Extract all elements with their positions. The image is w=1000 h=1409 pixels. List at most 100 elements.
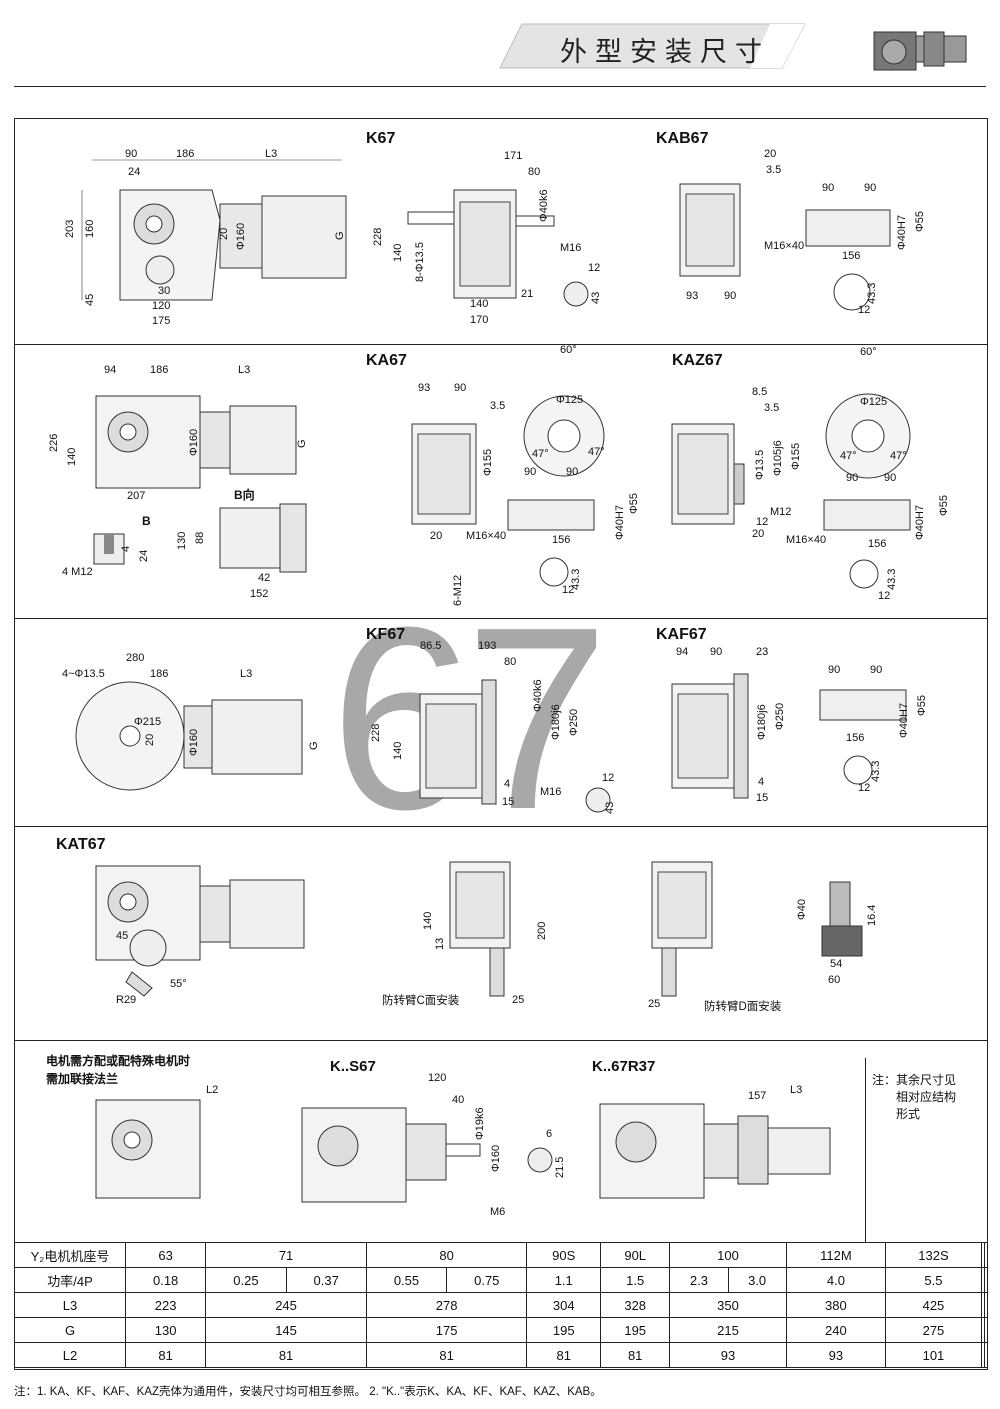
table-cell: 245: [205, 1292, 367, 1318]
dim-label: Φ40H7: [896, 214, 908, 250]
dim-label: 12: [878, 590, 891, 602]
side-note-line: 相对应结构: [896, 1090, 957, 1104]
dim-label: 94: [104, 364, 117, 376]
table-cell: 425: [885, 1292, 982, 1318]
table-cell: [983, 1242, 989, 1268]
dim-label: 90: [524, 466, 537, 478]
dim-label: 12: [562, 584, 575, 596]
dim-label: 24: [128, 166, 141, 178]
dim-label: 203: [64, 219, 76, 238]
model-label-k67r37: K..67R37: [592, 1058, 656, 1075]
dim-label: 3.5: [764, 402, 780, 414]
table-cell: 0.37: [285, 1267, 367, 1293]
dim-label: 280: [126, 652, 145, 664]
gearbox-thumbnail-icon: [873, 31, 967, 71]
dim-label: 4: [758, 776, 765, 788]
dim-label: 170: [470, 314, 489, 326]
dim-label: 25: [648, 998, 661, 1010]
section-divider: [14, 1040, 988, 1041]
dim-label: 21.5: [554, 1156, 566, 1178]
dim-label: 54: [830, 958, 843, 970]
dim-label: Φ180j6: [550, 704, 562, 740]
table-cell: [983, 1292, 989, 1318]
dim-label: Φ155: [790, 442, 802, 470]
table-cell: 380: [785, 1292, 887, 1318]
dim-label: 156: [842, 250, 861, 262]
dim-label: 4: [120, 545, 132, 552]
dim-label: 90: [724, 290, 737, 302]
dim-label: 60: [828, 974, 841, 986]
dim-label: 43: [604, 801, 616, 814]
dim-label: Φ55: [914, 210, 926, 232]
table-cell: 215: [669, 1317, 787, 1343]
dim-label: 12: [588, 262, 601, 274]
dim-label: 207: [127, 490, 146, 502]
header-bar: [499, 23, 806, 69]
dim-label: 4 M12: [62, 566, 93, 578]
k67r37-drawing: [599, 1103, 831, 1199]
table-row-header: L2: [14, 1342, 126, 1368]
k67-front-drawing: [81, 159, 347, 301]
dim-label: L2: [206, 1084, 219, 1096]
motor-note-line2: 需加联接法兰: [46, 1072, 119, 1086]
dim-label: 90: [828, 664, 841, 676]
section-divider: [14, 618, 988, 619]
table-cell: 0.55: [365, 1267, 448, 1293]
dim-label: 140: [66, 447, 78, 466]
kaz67-drawing: [671, 393, 911, 589]
dim-label: Φ55: [938, 494, 950, 516]
dim-label: 20: [752, 528, 765, 540]
table-row-header: L3: [14, 1292, 126, 1318]
page-title: 外型安装尺寸: [560, 37, 770, 68]
dim-label: 175: [152, 315, 171, 327]
dim-label: 20: [430, 530, 443, 542]
dim-label: 12: [858, 782, 871, 794]
dim-label: 140: [392, 741, 404, 760]
dim-label: Φ180j6: [756, 704, 768, 740]
dim-label: Φ250: [568, 708, 580, 736]
dim-label: Φ160: [188, 728, 200, 756]
dim-label: 45: [116, 930, 129, 942]
dim-label: 25: [512, 994, 525, 1006]
dim-label: 90: [566, 466, 579, 478]
dim-label: Φ19k6: [474, 1107, 486, 1140]
caption-d-mount: 防转臂D面安装: [704, 1001, 782, 1013]
table-cell: 145: [205, 1317, 367, 1343]
dim-label: 88: [194, 531, 206, 544]
dim-label: 152: [250, 588, 269, 600]
dim-label: Φ160: [188, 428, 200, 456]
dim-label: 6-M12: [452, 574, 464, 606]
kf67-side-drawing: [419, 679, 611, 813]
dim-label: L3: [265, 148, 278, 160]
section-divider: [14, 826, 988, 827]
dim-label: 30: [158, 285, 171, 297]
table-cell: 81: [600, 1342, 671, 1368]
model-label-kaz67: KAZ67: [672, 352, 723, 369]
caption-c-mount: 防转臂C面安装: [382, 995, 460, 1007]
kat67-d-mount-drawing: [651, 861, 713, 997]
dim-label: 47°: [840, 450, 857, 462]
dim-label: 4~Φ13.5: [62, 668, 105, 680]
table-cell: 81: [124, 1342, 207, 1368]
kat67-front-drawing: [95, 865, 305, 997]
dim-label: 130: [176, 531, 188, 550]
dim-label: L3: [790, 1084, 803, 1096]
dim-label: Φ40k6: [538, 189, 550, 222]
dim-label: Φ160: [235, 222, 247, 250]
dim-label: 12: [756, 516, 769, 528]
dim-label: G: [296, 439, 308, 448]
table-row-header: Y₂电机机座号: [14, 1242, 126, 1268]
dim-label: Φ155: [482, 448, 494, 476]
dim-label: Φ55: [628, 492, 640, 514]
ka67-side-drawing: [411, 395, 605, 587]
view-label: B向: [234, 488, 255, 502]
side-note: 注：其余尺寸见 相对应结构 形式: [872, 1072, 956, 1123]
table-cell: 3.0: [727, 1267, 787, 1293]
note-divider: [865, 1058, 866, 1242]
dim-label: 156: [846, 732, 865, 744]
dim-label: Φ105j6: [772, 440, 784, 476]
model-label-kf67: KF67: [366, 626, 406, 643]
kat67-bushing-detail: [821, 881, 863, 957]
